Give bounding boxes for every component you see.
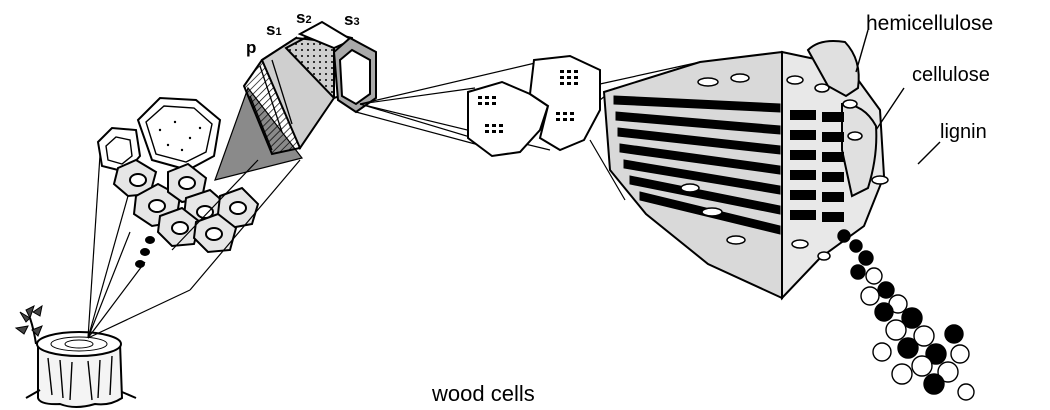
label-hemicellulose: hemicellulose	[866, 12, 993, 36]
caption-wood-cells: wood cells	[432, 381, 535, 407]
layer-label-p: p	[246, 38, 256, 58]
sapling	[16, 306, 42, 344]
microfibril-bundle	[468, 56, 600, 156]
lignin-polymer	[838, 230, 974, 400]
layer-label-s2-index: 2	[305, 14, 311, 26]
layer-label-s3-index: 3	[353, 16, 359, 28]
layer-label-s1-index: 1	[275, 26, 281, 38]
fiber-cell-wall	[244, 22, 376, 154]
layer-label-s3: s3	[344, 10, 360, 30]
layer-label-s2: s2	[296, 8, 312, 28]
cell-cluster	[98, 98, 258, 267]
tree-stump	[26, 332, 136, 407]
layer-label-s1: s1	[266, 20, 282, 40]
label-cellulose: cellulose	[912, 64, 990, 87]
label-lignin: lignin	[940, 121, 987, 144]
